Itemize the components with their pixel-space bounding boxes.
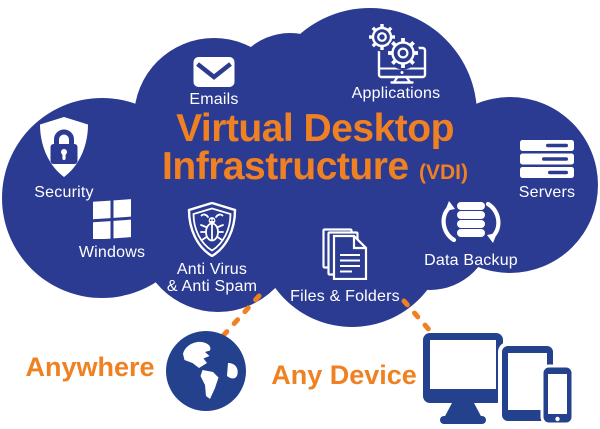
anywhere-label: Anywhere [25,352,155,382]
node-emails: Emails [178,56,250,108]
windows-label: Windows [78,244,146,261]
node-backup: Data Backup [418,199,524,269]
shield-lock-icon [40,117,88,177]
servers-label: Servers [518,184,576,201]
node-antivirus: Anti Virus & Anti Spam [166,202,258,295]
title-line2: Infrastructure (VDI) [162,145,468,188]
envelope-icon [193,57,235,87]
node-servers: Servers [516,140,578,201]
server-stack-icon [520,140,574,178]
files-label: Files & Folders [290,288,400,305]
monitor-gears-icon [367,22,427,84]
antivirus-label: Anti Virus & Anti Spam [166,261,258,295]
node-files: Files & Folders [290,228,400,305]
connector-anywhere [219,293,262,340]
diagram-title: Virtual Desktop Infrastructure (VDI) [130,107,500,191]
connector-any-device [401,298,434,335]
devices-icon [423,333,575,426]
node-windows: Windows [71,199,153,261]
documents-icon [322,228,368,280]
applications-label: Applications [351,85,441,102]
backup-label: Data Backup [424,252,518,269]
desktop-monitor-icon [423,333,503,424]
any-device-label: Any Device [271,360,417,390]
windows-logo-icon [93,199,131,239]
globe-icon [166,331,246,411]
security-label: Security [34,184,94,201]
title-line1: Virtual Desktop [176,107,454,150]
node-security: Security [22,116,106,201]
title-badge: (VDI) [418,161,468,184]
database-sync-icon [441,201,501,243]
node-applications: Applications [340,22,452,102]
smartphone-icon [540,364,575,426]
emails-label: Emails [189,91,239,108]
shield-bug-icon [187,202,237,257]
